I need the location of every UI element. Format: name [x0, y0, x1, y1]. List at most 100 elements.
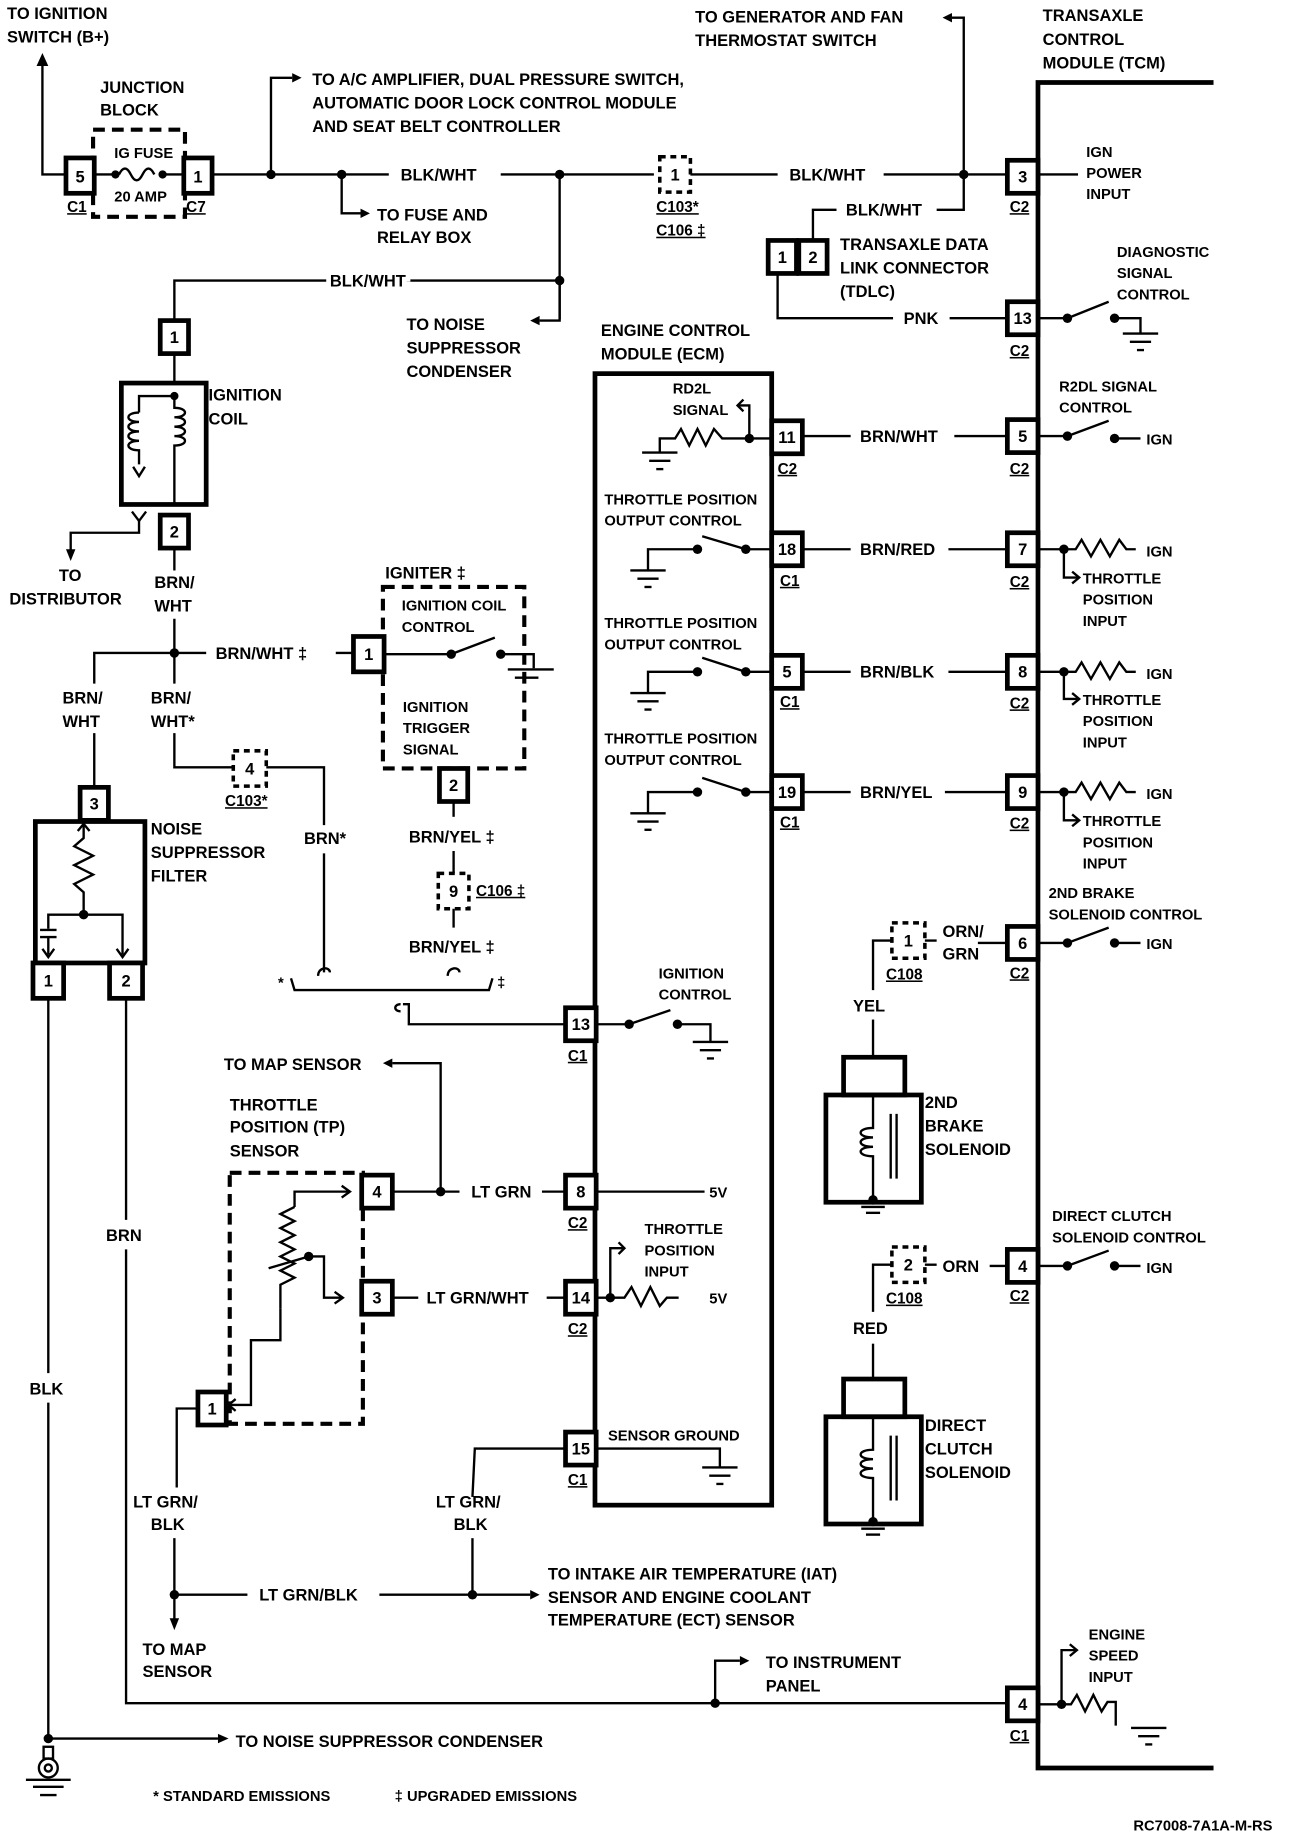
tcm-speed-2: SPEED: [1089, 1649, 1139, 1665]
connector-c1: C1: [780, 694, 800, 711]
connector-c108: C108: [886, 1291, 923, 1308]
pin-label: 5: [1018, 428, 1027, 446]
wire-orn: ORN: [943, 1258, 980, 1276]
wire-blk: BLK: [29, 1380, 63, 1398]
splice-icon: [316, 967, 332, 977]
ground-icon: [630, 691, 666, 711]
coil-icon: [859, 1094, 875, 1200]
wire-orn-grn-2: GRN: [943, 945, 980, 963]
ecm-tpo-1: THROTTLE POSITION: [604, 616, 757, 632]
connector-c1: C1: [1010, 1728, 1030, 1745]
tcm-tp-input-8: 8 C2 IGN THROTTLE POSITION INPUT: [1004, 652, 1173, 751]
connector-c1: C1: [568, 1048, 588, 1065]
splice-icon: [394, 1003, 401, 1013]
ign-label: IGN: [1146, 667, 1172, 683]
wire-label: WHT*: [151, 713, 196, 731]
ign-label: IGN: [1146, 1261, 1172, 1277]
pin-label: 1: [778, 249, 787, 267]
tp-sensor-label-3: SENSOR: [230, 1142, 300, 1160]
pin-label: 15: [572, 1440, 590, 1458]
tcm-ign-power-1: IGN: [1086, 145, 1112, 161]
tcm-tp-1: THROTTLE: [1083, 814, 1162, 830]
pin-label: 1: [904, 932, 913, 950]
resistor-icon: [1063, 660, 1136, 682]
noise-filter-label-2: SUPPRESSOR: [151, 844, 266, 862]
igniter-label: IGNITER ‡: [385, 565, 466, 583]
ign-label: IGN: [1146, 787, 1172, 803]
tcm-tp-input-9: 9 C2 IGN THROTTLE POSITION INPUT: [1004, 773, 1173, 873]
wire-label: WHT: [62, 713, 100, 731]
clutch-solenoid-2: CLUTCH: [925, 1440, 993, 1458]
wire-brn-yel: BRN/YEL: [860, 784, 932, 802]
tcm-tp-1: THROTTLE: [1083, 571, 1162, 587]
connector-c106: C106 ‡: [476, 883, 525, 900]
dest-ignition-switch-2: SWITCH (B+): [7, 28, 109, 46]
dest-map-bottom-2: SENSOR: [143, 1663, 213, 1681]
igniter-coil-control-2: CONTROL: [402, 620, 475, 636]
resistor-icon: [1061, 1692, 1117, 1726]
tdlc-label-3: (TDLC): [840, 283, 895, 301]
tp-sensor-label-2: POSITION (TP): [230, 1119, 345, 1137]
igniter-trigger-2: TRIGGER: [403, 721, 470, 737]
ecm-tpi-3: INPUT: [644, 1264, 688, 1280]
coil-icon: [173, 396, 187, 505]
tcm-diag-2: SIGNAL: [1117, 266, 1173, 282]
diagram-code: RC7008-7A1A-M-RS: [1133, 1818, 1272, 1834]
pin-label: 14: [572, 1290, 591, 1308]
ecm-rd2l-2: SIGNAL: [673, 403, 729, 419]
coil-icon: [859, 1416, 875, 1522]
pin-label: 1: [170, 329, 179, 347]
dest-iat-2: SENSOR AND ENGINE COOLANT: [548, 1589, 811, 1607]
ecm-tpi-2: POSITION: [644, 1243, 714, 1259]
tp-sensor-label-1: THROTTLE: [230, 1096, 318, 1114]
igniter-coil-control-1: IGNITION COIL: [402, 599, 507, 615]
dest-map-bottom-1: TO MAP: [143, 1641, 207, 1659]
ign-label: IGN: [1146, 432, 1172, 448]
wire-brn: BRN: [106, 1227, 142, 1245]
wire-label: BRN/: [151, 690, 192, 708]
ecm-sensor-ground: SENSOR GROUND: [608, 1428, 740, 1444]
igniter: IGNITER ‡ 1 IGNITION COIL CONTROL IGNITI…: [351, 565, 554, 977]
ground-icon: [642, 451, 678, 471]
dest-iat-3: TEMPERATURE (ECT) SENSOR: [548, 1611, 795, 1629]
ecm-tpo-1: THROTTLE POSITION: [604, 492, 757, 508]
ground-icon: [630, 812, 666, 831]
ig-fuse-label: IG FUSE: [114, 146, 173, 162]
wire-brn-blk: BRN/BLK: [860, 664, 934, 682]
ecm-tpi-1: THROTTLE: [644, 1222, 723, 1238]
wire-lt-grn-wht: LT GRN/WHT: [427, 1290, 529, 1308]
dest-ac-3: AND SEAT BELT CONTROLLER: [312, 118, 561, 136]
tcm-tp-3: INPUT: [1083, 614, 1127, 630]
ground-icon: [861, 1527, 885, 1536]
pin-label: 3: [90, 796, 99, 814]
pin-label: 1: [44, 973, 53, 991]
pin-label: 8: [1018, 664, 1027, 682]
wire-brn-standard: BRN*: [304, 830, 347, 848]
tcm-ign-power-3: INPUT: [1086, 187, 1130, 203]
tcm-tp-3: INPUT: [1083, 735, 1127, 751]
dest-map-top: TO MAP SENSOR: [224, 1056, 362, 1074]
connector-c106: C106 ‡: [656, 223, 705, 240]
connector-c2: C2: [1010, 695, 1030, 712]
wire-label: BLK: [454, 1516, 488, 1534]
pin-label: 2: [904, 1257, 913, 1275]
wire-red: RED: [853, 1320, 888, 1338]
resistor-icon: [71, 823, 96, 912]
tcm-diag-1: DIAGNOSTIC: [1117, 245, 1210, 261]
ecm-tpo-2: OUTPUT CONTROL: [604, 753, 741, 769]
connector-c2: C2: [1010, 816, 1030, 833]
tcm-r2dl-1: R2DL SIGNAL: [1059, 379, 1157, 395]
dest-noise-1: TO NOISE: [406, 316, 484, 334]
dest-instrument-1: TO INSTRUMENT: [766, 1654, 901, 1672]
ign-label: IGN: [1146, 937, 1172, 953]
splice-icon: [446, 967, 461, 977]
pin-label: 1: [207, 1400, 216, 1418]
pin-label: 2: [808, 249, 817, 267]
wire-orn-grn-1: ORN/: [943, 923, 985, 941]
fuse-icon: [117, 167, 156, 182]
dest-distributor-2: DISTRIBUTOR: [9, 591, 121, 609]
wire-blk-wht-3: BLK/WHT: [789, 166, 865, 184]
legend-standard: * STANDARD EMISSIONS: [153, 1789, 330, 1805]
ecm-module: ENGINE CONTROL MODULE (ECM) RD2L SIGNAL …: [471, 322, 1008, 1508]
ecm-tpo-2: OUTPUT CONTROL: [604, 637, 741, 653]
